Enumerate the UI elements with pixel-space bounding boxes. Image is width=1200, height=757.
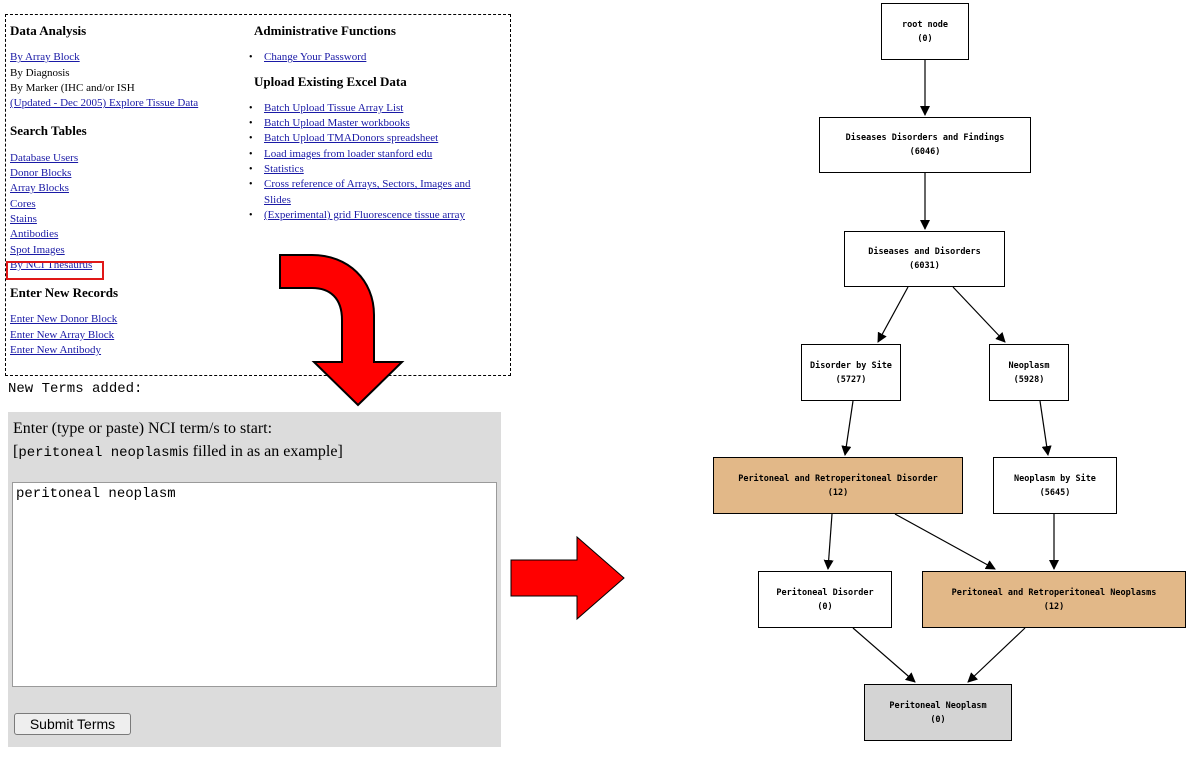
menu-panel: Data Analysis By Array Block By Diagnosi…: [5, 14, 511, 376]
graph-node-dbs[interactable]: Disorder by Site (5727): [801, 344, 901, 401]
search-tables-heading: Search Tables: [10, 123, 87, 139]
link-antibodies[interactable]: Antibodies: [10, 228, 59, 241]
graph-node-count: (0): [817, 601, 833, 612]
submit-terms-button[interactable]: Submit Terms: [14, 713, 131, 735]
graph-node-label: Peritoneal Neoplasm: [889, 700, 987, 711]
link-stains[interactable]: Stains: [10, 212, 37, 225]
graph-node-label: Disorder by Site: [810, 360, 892, 371]
example-term: peritoneal neoplasm: [18, 445, 178, 461]
new-terms-label: New Terms added:: [8, 381, 143, 397]
link-cores[interactable]: Cores: [10, 197, 36, 210]
graph-edge-prn-pn: [967, 627, 1026, 683]
text-by-marker: By Marker (IHC and/or ISH: [10, 81, 135, 94]
example-open-bracket: [: [13, 443, 19, 460]
graph-node-neo[interactable]: Neoplasm (5928): [989, 344, 1069, 401]
graph-node-count: (0): [917, 33, 933, 44]
enter-records-heading: Enter New Records: [10, 285, 119, 301]
right-arrow-icon: [510, 535, 625, 621]
graph-node-count: (0): [930, 714, 946, 725]
graph-node-count: (5928): [1013, 374, 1045, 385]
link-experimental-grid[interactable]: (Experimental) grid Fluorescence tissue …: [249, 208, 494, 224]
graph-node-label: Neoplasm: [1008, 360, 1050, 371]
menu-left-column: Data Analysis By Array Block By Diagnosi…: [10, 23, 250, 358]
curved-arrow-icon: [279, 254, 405, 407]
graph-node-label: Diseases and Disorders: [868, 247, 981, 257]
link-cross-reference[interactable]: Cross reference of Arrays, Sectors, Imag…: [249, 177, 494, 208]
text-by-diagnosis: By Diagnosis: [10, 66, 70, 79]
link-statistics[interactable]: Statistics: [249, 162, 494, 178]
graph-node-nbs[interactable]: Neoplasm by Site (5645): [993, 457, 1117, 514]
graph-node-root[interactable]: root node (0): [881, 3, 969, 60]
link-by-array-block[interactable]: By Array Block: [10, 51, 80, 64]
link-array-blocks[interactable]: Array Blocks: [10, 182, 69, 195]
link-spot-images[interactable]: Spot Images: [10, 243, 65, 256]
link-database-users[interactable]: Database Users: [10, 151, 79, 164]
curved-arrow-shape: [279, 254, 405, 407]
graph-node-count: (5727): [835, 374, 867, 385]
graph-edge-prd-prn: [894, 513, 996, 570]
graph-node-prd[interactable]: Peritoneal and Retroperitoneal Disorder (…: [713, 457, 963, 514]
form-prompt: Enter (type or paste) NCI term/s to star…: [13, 420, 273, 437]
graph-edge-dd-neo: [952, 286, 1006, 343]
graph-node-count: (5645): [1039, 487, 1071, 498]
link-batch-upload-tissue-array[interactable]: Batch Upload Tissue Array List: [249, 101, 494, 117]
graph-edge-neo-nbs: [1039, 400, 1052, 456]
data-analysis-heading: Data Analysis: [10, 23, 87, 38]
graph-node-label: root node: [901, 19, 949, 30]
graph-node-label: Peritoneal Disorder: [776, 587, 874, 598]
graph-node-label: Diseases Disorders and Findings: [845, 133, 1005, 143]
graph-node-label: Neoplasm by Site: [1014, 473, 1096, 484]
term-entry-form: Enter (type or paste) NCI term/s to star…: [8, 412, 501, 747]
link-batch-upload-tmadonors[interactable]: Batch Upload TMADonors spreadsheet: [249, 131, 494, 147]
graph-edge-dd-dbs: [877, 286, 909, 343]
graph-node-dd[interactable]: Diseases and Disorders (6031): [844, 231, 1005, 287]
graph-edge-pd-pn: [852, 627, 916, 683]
graph-edge-prd-pd: [823, 513, 834, 570]
form-example-note: [peritoneal neoplasmis filled in as an e…: [13, 443, 343, 461]
graph-node-label: Peritoneal and Retroperitoneal Disorder: [738, 473, 938, 484]
menu-right-column: Administrative Functions Change Your Pas…: [249, 23, 494, 224]
graph-edge-dbs-prd: [841, 400, 854, 456]
graph-node-count: (6046): [909, 147, 941, 157]
graph-node-prn[interactable]: Peritoneal and Retroperitoneal Neoplasms…: [922, 571, 1186, 628]
link-donor-blocks[interactable]: Donor Blocks: [10, 167, 72, 180]
graph-node-count: (12): [1043, 601, 1065, 612]
graph-node-label: Peritoneal and Retroperitoneal Neoplasms: [951, 587, 1157, 598]
link-explore-tissue-data[interactable]: (Updated - Dec 2005) Explore Tissue Data: [10, 97, 199, 110]
link-enter-antibody[interactable]: Enter New Antibody: [10, 344, 102, 357]
upload-excel-heading: Upload Existing Excel Data: [254, 73, 407, 89]
graph-node-count: (12): [827, 487, 849, 498]
link-load-images[interactable]: Load images from loader stanford edu: [249, 147, 494, 163]
right-arrow-shape: [510, 535, 625, 621]
link-enter-donor-block[interactable]: Enter New Donor Block: [10, 313, 118, 326]
graph-node-pd[interactable]: Peritoneal Disorder (0): [758, 571, 892, 628]
graph-node-ddf[interactable]: Diseases Disorders and Findings (6046): [819, 117, 1031, 173]
terms-textarea[interactable]: peritoneal neoplasm: [12, 482, 497, 687]
link-change-password[interactable]: Change Your Password: [249, 50, 494, 66]
nci-thesaurus-highlight-box: [6, 261, 104, 280]
example-rest: is filled in as an example]: [177, 443, 343, 460]
graph-node-count: (6031): [909, 261, 940, 271]
admin-functions-heading: Administrative Functions: [254, 23, 396, 38]
link-enter-array-block[interactable]: Enter New Array Block: [10, 328, 115, 341]
graph-node-pn[interactable]: Peritoneal Neoplasm (0): [864, 684, 1012, 741]
link-batch-upload-master-workbooks[interactable]: Batch Upload Master workbooks: [249, 116, 494, 132]
